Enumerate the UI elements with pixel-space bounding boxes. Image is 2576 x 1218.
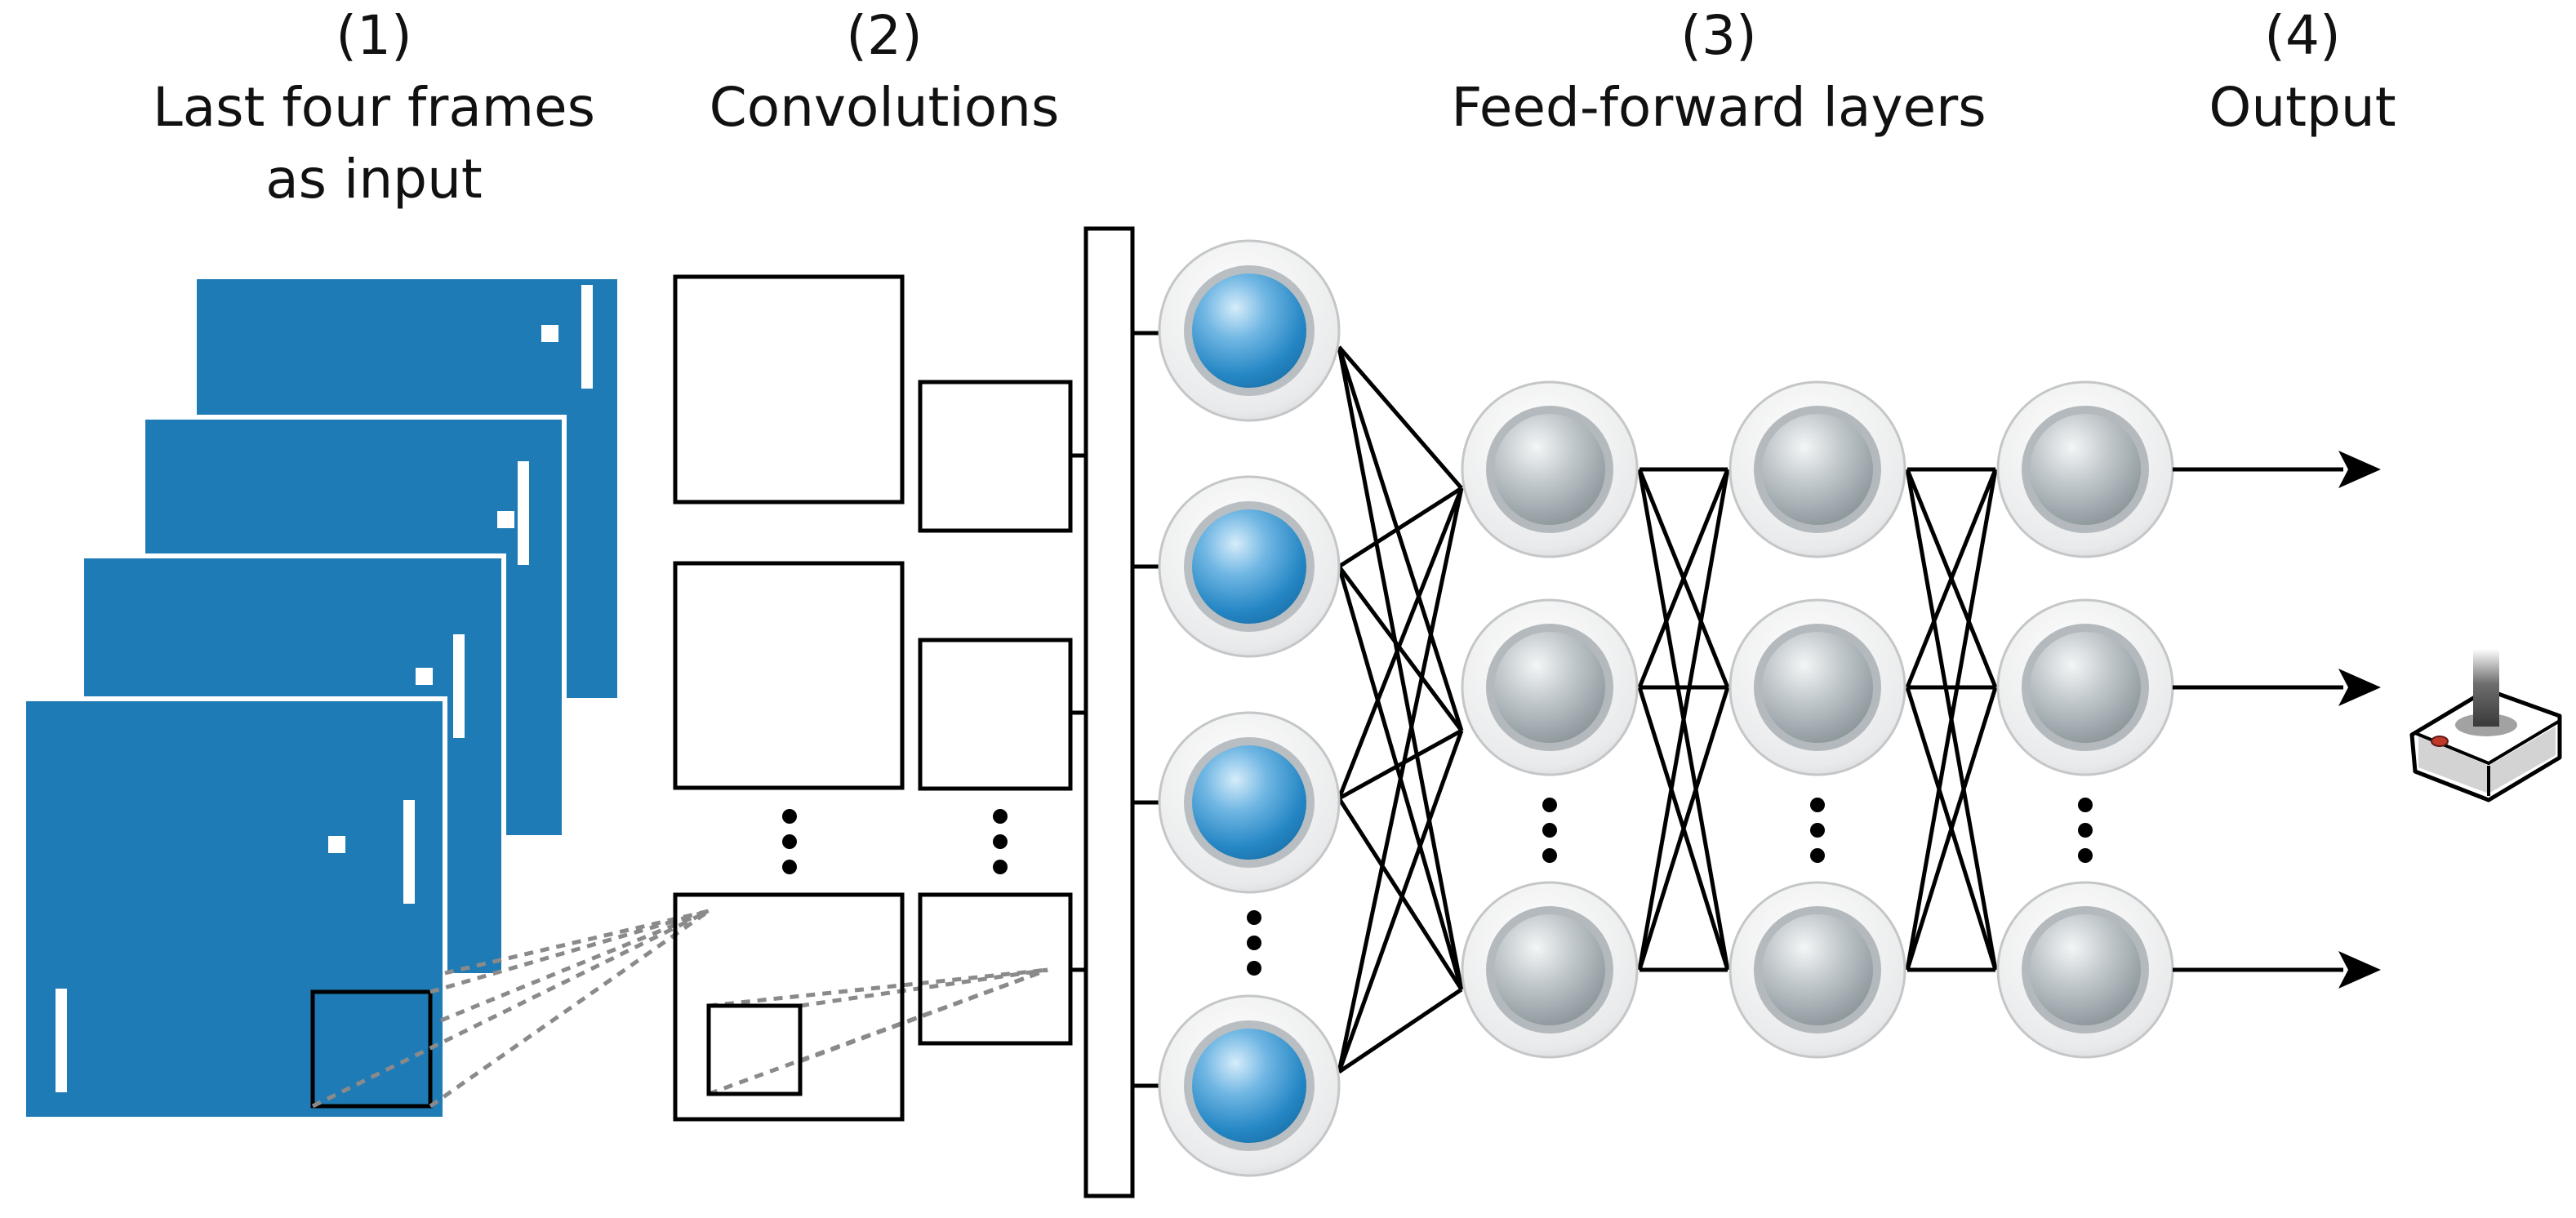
neuron — [1158, 239, 1341, 422]
paddle — [518, 461, 529, 565]
player-paddle — [56, 989, 67, 1092]
header-feed-forward: (3) Feed-forward layers — [1451, 0, 1986, 144]
header-title-line-2: as input — [265, 148, 483, 211]
header-output: (4) Output — [2209, 0, 2396, 144]
input-frame-1 — [21, 696, 447, 1122]
ball — [416, 668, 433, 685]
header-number: (4) — [2264, 4, 2341, 67]
neuron — [1728, 881, 1906, 1059]
neuron — [1728, 380, 1906, 558]
neuron — [1158, 994, 1341, 1177]
paddle — [453, 634, 465, 738]
ball — [497, 511, 514, 528]
neuron-layer-output — [1996, 380, 2174, 1059]
neuron-layer-3 — [1728, 380, 1906, 1059]
conv2-map-1 — [918, 380, 1073, 533]
header-title: Output — [2209, 76, 2396, 139]
paddle — [581, 285, 593, 389]
vertical-ellipsis-icon — [1810, 798, 1825, 863]
header-number: (1) — [336, 4, 412, 67]
conv1-map-2 — [673, 561, 905, 790]
neuron-layer-1 — [1158, 239, 1341, 1177]
neuron — [1461, 598, 1639, 776]
conv1-map-n — [673, 892, 905, 1122]
header-title: Convolutions — [709, 76, 1060, 139]
output-arrows — [2173, 451, 2381, 989]
vertical-ellipsis-icon — [1247, 910, 1261, 976]
joystick-icon — [2409, 649, 2562, 802]
neuron — [1728, 598, 1906, 776]
neuron — [1461, 380, 1639, 558]
arrow-right-icon — [2173, 669, 2381, 706]
arrow-right-icon — [2173, 451, 2381, 488]
ball — [541, 325, 558, 342]
conv1-map-1 — [673, 274, 905, 505]
neuron — [1996, 598, 2174, 776]
flatten-layer — [1070, 226, 1159, 1198]
header-convolutions: (2) Convolutions — [710, 0, 1060, 144]
dense-connections — [1337, 345, 1998, 1074]
conv2-map-2 — [918, 638, 1073, 791]
paddle — [403, 800, 415, 904]
header-title: Feed-forward layers — [1451, 76, 1987, 139]
header-title: Last four frames — [152, 76, 596, 139]
vertical-ellipsis-icon — [782, 809, 797, 874]
header-number: (3) — [1680, 4, 1757, 67]
vertical-ellipsis-icon — [1542, 798, 1557, 863]
header-number: (2) — [846, 4, 923, 67]
receptive-field-projections — [311, 909, 1048, 1109]
header-input: (1) Last four frames as input — [153, 0, 595, 216]
input-frames — [21, 274, 622, 1122]
arrow-right-icon — [2173, 951, 2381, 989]
neuron — [1158, 475, 1341, 658]
vertical-ellipsis-icon — [2078, 798, 2093, 863]
ball — [328, 836, 345, 853]
conv-kernel — [706, 1003, 803, 1096]
convolution-layers — [673, 274, 1073, 1122]
conv2-map-n — [918, 892, 1073, 1046]
neuron — [1461, 881, 1639, 1059]
neuron-layer-2 — [1461, 380, 1639, 1059]
neuron — [1996, 881, 2174, 1059]
neuron — [1158, 711, 1341, 894]
neuron — [1996, 380, 2174, 558]
vertical-ellipsis-icon — [993, 809, 1008, 874]
